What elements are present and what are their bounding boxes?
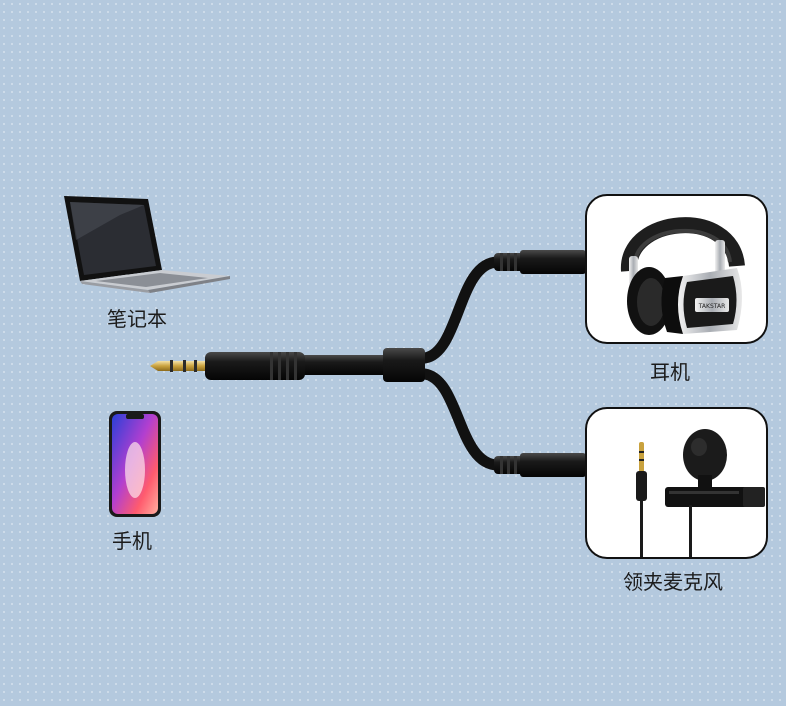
main-audio-jack — [150, 352, 305, 380]
phone-label: 手机 — [112, 529, 152, 553]
headphones-icon: TAKSTAR — [621, 217, 745, 335]
headphone-connector — [494, 250, 586, 274]
smartphone-icon — [109, 411, 161, 517]
headphones-brand: TAKSTAR — [698, 303, 726, 310]
cable-main — [300, 355, 390, 375]
lavalier-mic-label: 领夹麦克风 — [623, 570, 723, 594]
cable-branch-lower — [419, 368, 526, 471]
lavalier-mic-panel — [585, 407, 768, 559]
lavalier-microphone-icon — [636, 429, 765, 557]
laptop-label: 笔记本 — [107, 307, 167, 331]
splitter-block — [383, 348, 425, 382]
headphones-label: 耳机 — [650, 360, 690, 384]
headphones-panel: TAKSTAR — [585, 194, 768, 344]
cable-branch-upper — [419, 256, 526, 364]
microphone-connector — [494, 453, 586, 477]
laptop-icon — [64, 196, 230, 293]
